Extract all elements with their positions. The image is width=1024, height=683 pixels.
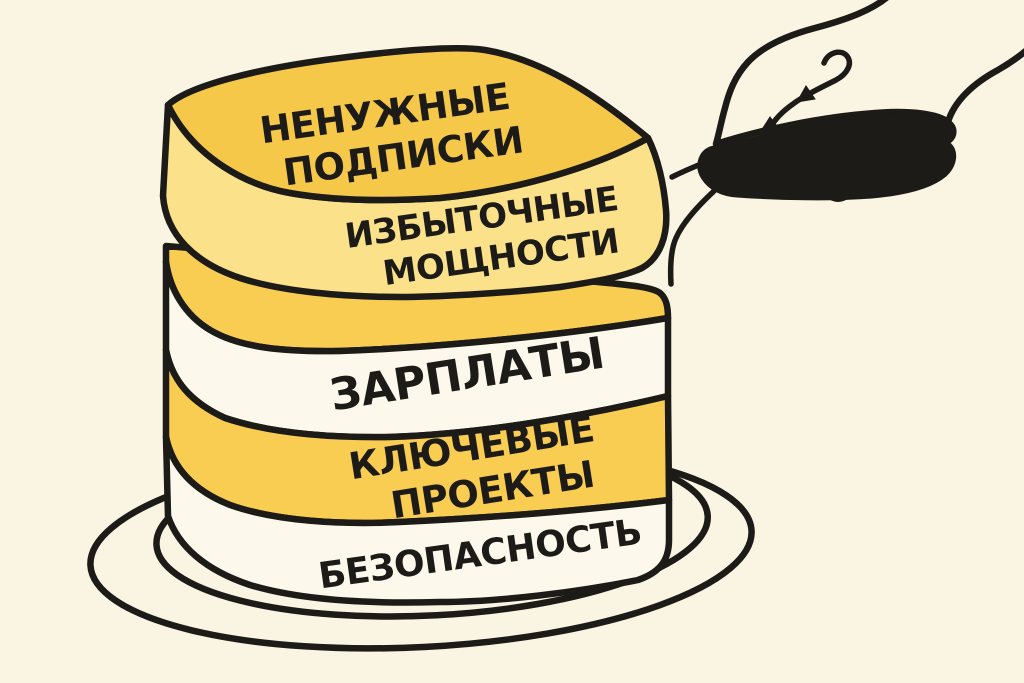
cake-band-security <box>162 433 673 606</box>
fingertip <box>769 145 805 193</box>
ink-layer: НЕНУЖНЫЕ ПОДПИСКИ ИЗБЫТОЧНЫЕ МОЩНОСТИ ЗА… <box>87 0 1024 652</box>
fingertip <box>897 139 927 173</box>
fingertip <box>816 156 856 202</box>
hand <box>712 0 1024 148</box>
index-finger-line <box>767 49 853 131</box>
lifted-layer-top-face <box>164 45 652 204</box>
cake-server-neck-lower <box>667 188 717 287</box>
fingertip <box>857 146 899 192</box>
